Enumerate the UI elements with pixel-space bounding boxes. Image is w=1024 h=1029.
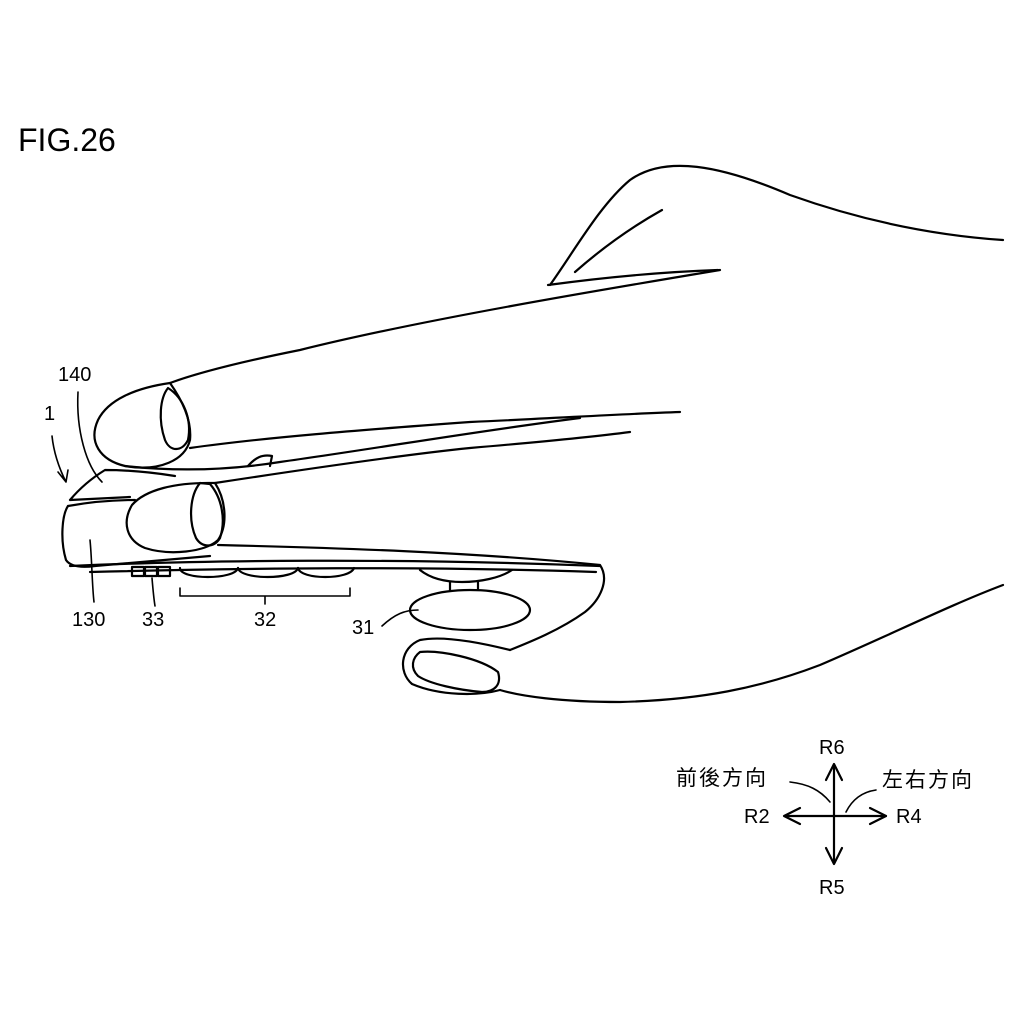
leader-140	[76, 391, 103, 483]
button-32-c	[296, 566, 356, 578]
index-nail	[159, 386, 191, 451]
stick-31-cap	[408, 588, 532, 632]
leader-1-arrow	[51, 435, 69, 483]
label-33: 33	[142, 609, 165, 631]
leader-130	[89, 539, 95, 603]
middle-nail	[190, 481, 224, 547]
label-130: 130	[72, 609, 106, 631]
device-body-bottom	[68, 559, 602, 568]
label-left-right-direction: 左右方向	[882, 768, 974, 792]
label-front-back-direction: 前後方向	[676, 766, 768, 790]
label-140: 140	[58, 364, 92, 386]
label-31: 31	[352, 617, 375, 639]
thumb-outline	[401, 637, 512, 696]
leader-31	[381, 609, 419, 627]
leader-left-right	[845, 789, 877, 813]
wrist-bottom	[498, 583, 1005, 704]
index-finger-underside	[188, 410, 682, 450]
hand-outline-back	[548, 164, 1005, 287]
knuckle-line	[546, 268, 720, 287]
middle-finger-top	[213, 430, 632, 485]
device-upper-140	[68, 468, 177, 502]
device-body-top-edge	[66, 498, 137, 508]
stick-31-base	[418, 568, 514, 584]
arrow-r2	[782, 806, 802, 826]
index-finger-bottom	[123, 416, 582, 471]
arrow-r6	[824, 762, 844, 782]
device-rail	[246, 454, 274, 468]
arrow-r4	[868, 806, 888, 826]
palm-outline	[216, 543, 606, 652]
label-32: 32	[254, 609, 277, 631]
label-r4: R4	[896, 806, 922, 828]
figure-title: FIG.26	[18, 122, 116, 158]
button-33-c	[156, 565, 172, 578]
thumb-knuckle-line	[573, 208, 664, 274]
middle-fingertip	[125, 481, 226, 554]
device-body-bottom-edge	[88, 567, 598, 574]
leader-33	[151, 577, 156, 607]
device-body-130	[61, 504, 212, 568]
thumb-nail	[411, 650, 501, 694]
arrow-r5	[824, 846, 844, 866]
button-32-a	[178, 566, 240, 578]
label-1: 1	[44, 403, 56, 425]
button-32-brace	[179, 587, 351, 605]
label-r5: R5	[819, 877, 845, 899]
button-32-b	[236, 566, 300, 578]
index-finger-top	[168, 268, 722, 385]
leader-front-back	[789, 781, 831, 803]
label-r2: R2	[744, 806, 770, 828]
label-r6: R6	[819, 737, 845, 759]
